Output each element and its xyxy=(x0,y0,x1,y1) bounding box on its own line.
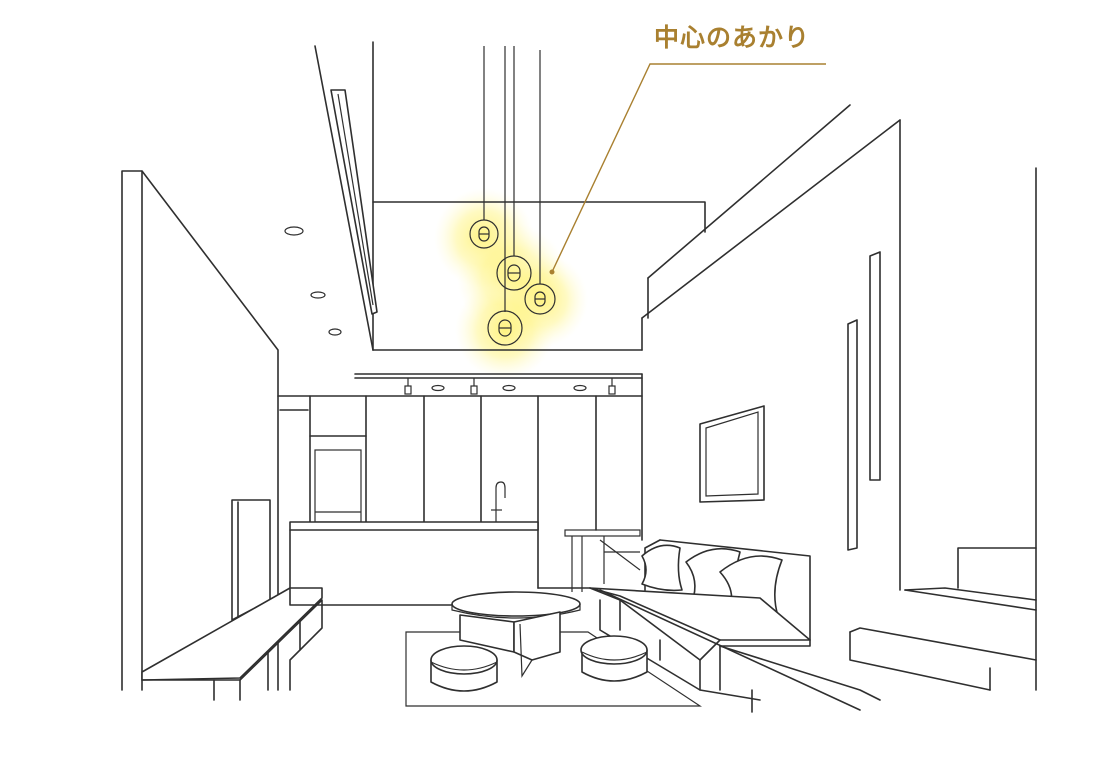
pendant-light xyxy=(469,219,499,249)
wall-light-strip xyxy=(847,319,858,551)
pendant-light xyxy=(496,255,532,291)
stool xyxy=(430,645,498,692)
picture-frame xyxy=(699,405,765,503)
coffee-table xyxy=(451,591,581,678)
pendant-light xyxy=(524,283,556,315)
tv-unit xyxy=(141,499,323,701)
callout-leader xyxy=(549,63,826,275)
right-wall xyxy=(641,119,1037,691)
dining-set xyxy=(564,529,641,592)
pendant-light xyxy=(487,310,523,346)
left-wall xyxy=(121,170,279,691)
spotlight xyxy=(608,378,616,395)
stool xyxy=(580,635,648,682)
cushion xyxy=(641,544,683,592)
faucet xyxy=(495,481,506,522)
pendant-lights xyxy=(469,46,556,346)
spotlight xyxy=(404,378,412,395)
linear-ceiling-light xyxy=(330,89,378,315)
spotlight xyxy=(470,378,478,395)
sofa xyxy=(589,539,881,713)
wall-light-strip xyxy=(869,251,881,481)
kitchen xyxy=(277,373,643,606)
ceiling xyxy=(284,41,901,351)
stairs xyxy=(849,547,1037,691)
downlight xyxy=(310,291,326,299)
callout-label: 中心のあかり xyxy=(654,23,811,52)
downlight xyxy=(328,328,342,336)
downlight xyxy=(284,226,304,236)
pendant-glow xyxy=(455,280,555,380)
pendant-glow-group xyxy=(434,188,588,380)
